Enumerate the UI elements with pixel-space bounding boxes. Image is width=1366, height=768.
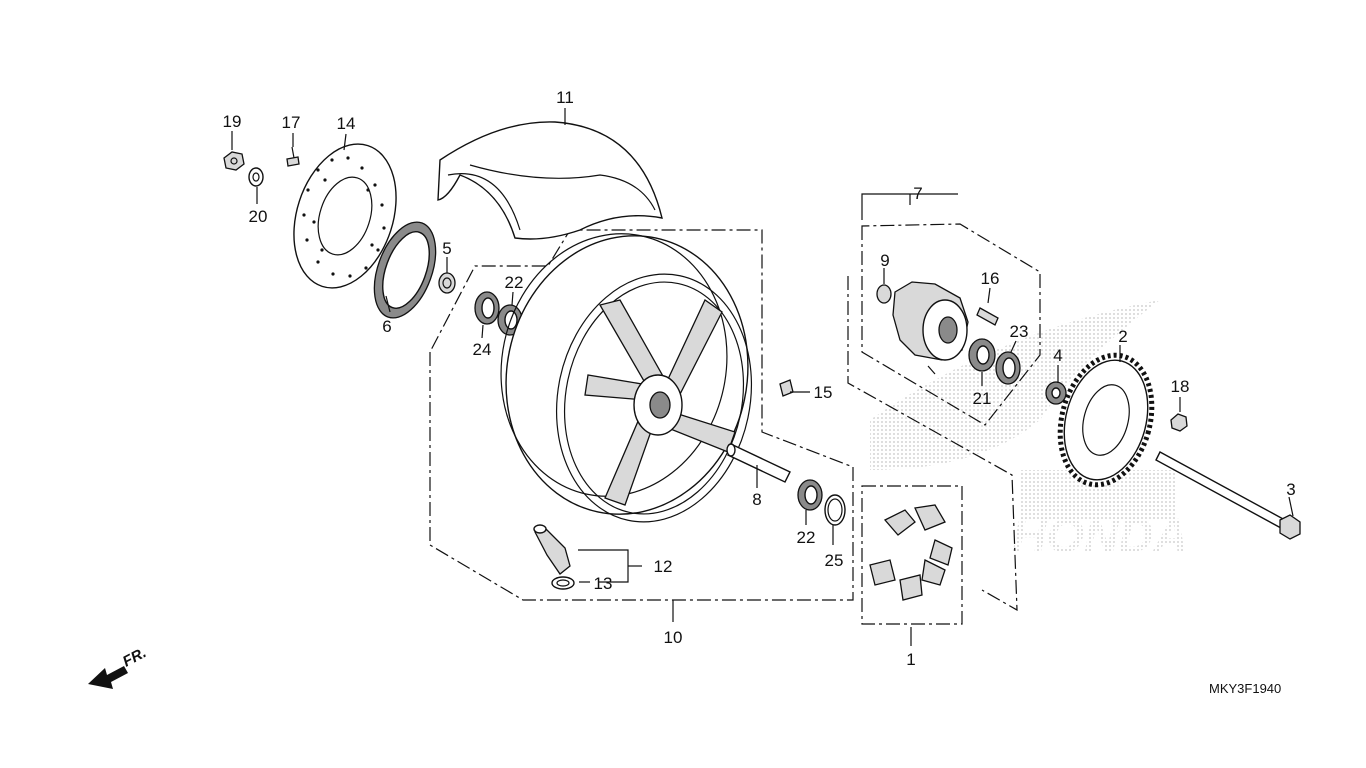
wheel-damper-rubbers	[869, 504, 953, 601]
driven-sprocket	[1057, 352, 1155, 488]
rear-axle	[1155, 451, 1301, 540]
diagram-code: MKY3F1940	[1209, 681, 1281, 696]
collar-9	[876, 284, 892, 304]
callout-9: 9	[880, 251, 889, 270]
tire-valve-12	[533, 524, 571, 575]
callout-19: 19	[223, 112, 242, 131]
collar-5	[438, 272, 456, 294]
callout-2: 2	[1118, 327, 1127, 346]
callout-18: 18	[1171, 377, 1190, 396]
callout-labels: 1 2 3 4 5 6 7 8 9 10 11 12 13 14 15 16 1…	[223, 88, 1296, 669]
hub-assembly-outline	[847, 223, 1041, 612]
dowel-15	[779, 379, 794, 397]
callout-10: 10	[664, 628, 683, 647]
callout-14: 14	[337, 114, 356, 133]
front-arrow-icon	[88, 666, 128, 689]
o-ring-25	[824, 494, 846, 526]
callout-15: 15	[814, 383, 833, 402]
bearing-21	[968, 338, 996, 372]
callout-11: 11	[556, 88, 574, 107]
callout-13: 13	[594, 574, 613, 593]
callout-20: 20	[249, 207, 268, 226]
driven-flange-hub	[892, 281, 969, 375]
callout-5: 5	[442, 239, 451, 258]
watermark-text: HONDA	[1012, 510, 1188, 563]
brake-disc	[293, 143, 397, 289]
axle-spacer-8	[726, 443, 791, 483]
callout-16: 16	[981, 269, 1000, 288]
callout-6: 6	[382, 317, 391, 336]
dust-seal-24	[474, 291, 500, 325]
callout-12: 12	[654, 557, 673, 576]
nut-18	[1170, 413, 1188, 432]
callout-22-left: 22	[505, 273, 524, 292]
callout-3: 3	[1286, 480, 1295, 499]
tire	[437, 121, 663, 240]
damper-outline	[861, 485, 963, 625]
bearing-22-right	[797, 479, 823, 511]
valve-grommet-13	[551, 576, 575, 590]
callout-1: 1	[906, 650, 915, 669]
rear-wheel	[500, 233, 753, 523]
callout-17: 17	[282, 113, 301, 132]
callout-4: 4	[1053, 346, 1062, 365]
callout-8: 8	[752, 490, 761, 509]
disc-spacer	[373, 221, 437, 319]
callout-7: 7	[913, 184, 922, 203]
seal-23	[995, 351, 1021, 385]
callout-25: 25	[825, 551, 844, 570]
honda-watermark: HONDA	[870, 300, 1188, 563]
callout-24: 24	[473, 340, 492, 359]
bolt-17	[286, 146, 300, 167]
stud-bolt-16	[976, 307, 999, 326]
nut-19	[223, 151, 245, 171]
front-direction-indicator: FR.	[88, 644, 149, 689]
washer-20	[248, 167, 264, 187]
callout-23: 23	[1010, 322, 1029, 341]
leader-lines	[231, 108, 1294, 646]
callout-22-right: 22	[797, 528, 816, 547]
washer-4	[1045, 381, 1067, 405]
callout-21: 21	[973, 389, 992, 408]
wheel-assembly-outline	[429, 229, 854, 601]
